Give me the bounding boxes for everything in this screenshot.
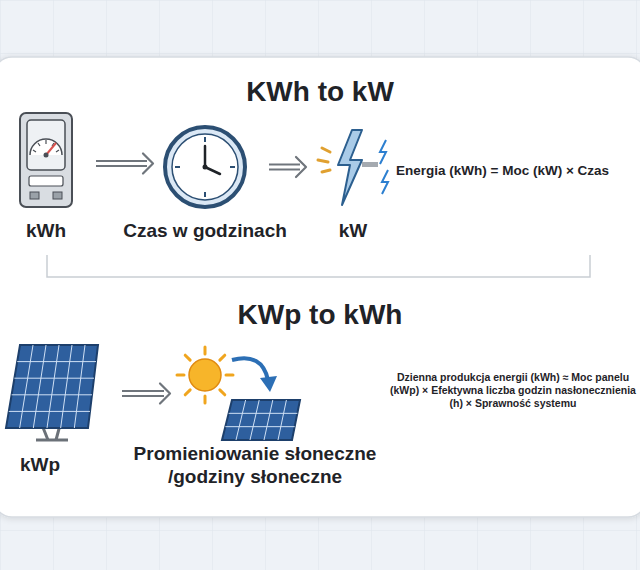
formula: Dzienna produkcja energii (kWh) ≈ Moc pa… [390, 371, 636, 410]
power-node: kW [316, 125, 390, 209]
radiation-arrow [232, 358, 268, 380]
bracket-line [47, 255, 590, 277]
clock-node: Czas w godzinach [163, 125, 247, 209]
radiation-node: Promieniowanie słoneczne /godziny słonec… [180, 355, 304, 447]
formula: Energia (kWh) = Moc (kW) × Czas [396, 163, 609, 180]
double-arrow [268, 157, 306, 177]
sun-icon [177, 347, 233, 403]
section-title: KWh to kW [246, 74, 394, 109]
icon-label: kWp [20, 454, 60, 477]
icon-label: Czas w godzinach [123, 220, 287, 243]
panel [0, 57, 640, 517]
meter-node: kWh [18, 112, 74, 208]
icon-label: kW [339, 220, 368, 243]
clock-icon [165, 127, 245, 207]
solar-panel-icon [6, 345, 98, 440]
small-panel-icon [222, 400, 300, 440]
double-arrow [121, 384, 170, 404]
icon-label: kWh [26, 220, 66, 243]
power-icon [318, 130, 388, 205]
double-arrow [95, 154, 153, 174]
section-title: KWp to kWh [238, 297, 403, 332]
icon-label: Promieniowanie słoneczne /godziny słonec… [120, 443, 390, 489]
solar-panel-node: kWp [4, 338, 100, 434]
radiation-arrow-head [260, 376, 277, 392]
meter-icon [20, 113, 72, 207]
